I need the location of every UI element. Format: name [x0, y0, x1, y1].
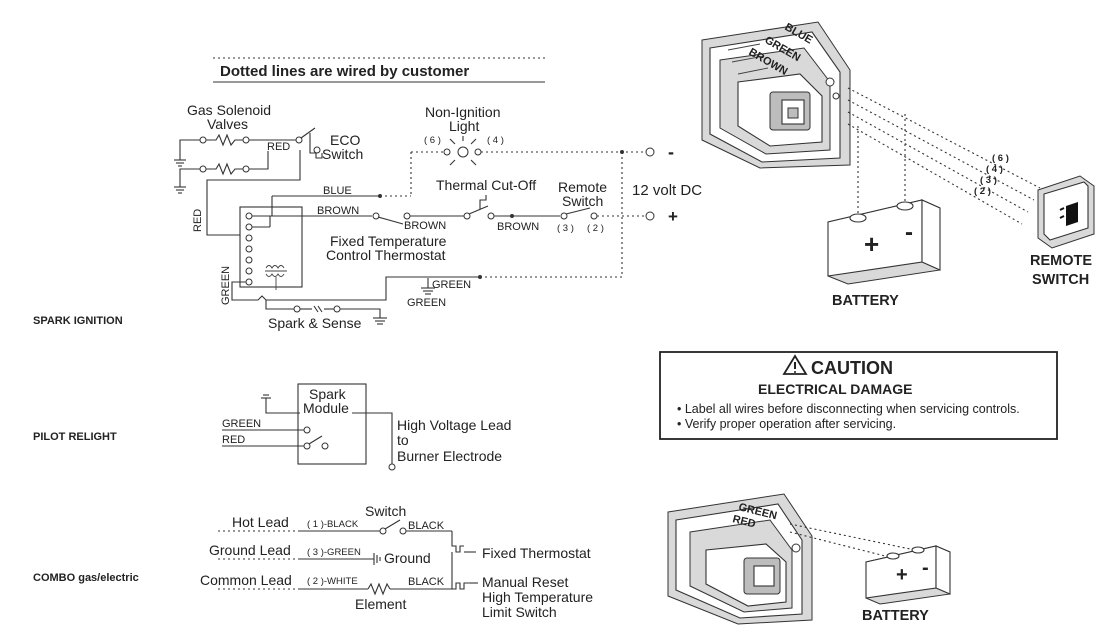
- spark-module-label-1: Spark: [309, 386, 347, 402]
- combo-switch-label: Switch: [365, 503, 406, 519]
- customer-wiring-note: Dotted lines are wired by customer: [213, 57, 545, 83]
- water-heater-top-illustration: BLUE GREEN BROWN ( 6 ) ( 4 ) ( 3 ) ( 2 )…: [701, 21, 1095, 309]
- spark-ignition-label: SPARK IGNITION: [33, 315, 123, 327]
- ignition-control-board: [239, 206, 303, 290]
- warning-triangle-icon: [782, 354, 808, 375]
- spark-sense-label: Spark & Sense: [268, 315, 362, 331]
- remote-switch-schematic: Remote Switch ( 3 ) ( 2 ): [557, 179, 607, 234]
- remote-switch-illustration: REMOTE SWITCH: [1030, 175, 1095, 288]
- remote-pin-2: ( 2 ): [587, 223, 604, 234]
- red-wire-label-top: RED: [267, 141, 290, 153]
- battery-bottom-minus: -: [922, 557, 929, 579]
- dc-plus-sign: +: [668, 207, 678, 226]
- black-label-bottom: BLACK: [408, 576, 445, 588]
- remote-switch-label-1: Remote: [558, 179, 607, 195]
- eco-switch-label-2: Switch: [322, 146, 363, 162]
- green-ground-label: GREEN: [407, 297, 446, 309]
- gas-solenoid-label-1: Gas Solenoid: [187, 102, 271, 118]
- eco-switch: ECO Switch: [206, 127, 363, 236]
- spark-module-box: [297, 383, 367, 465]
- manual-reset-limit-switch: Manual Reset High Temperature Limit Swit…: [451, 573, 593, 620]
- water-heater-bottom-illustration: GREEN RED + - BATTERY: [667, 493, 951, 625]
- caution-bullet-1: • Label all wires before disconnecting w…: [677, 402, 1020, 416]
- common-lead-label: Common Lead: [200, 572, 292, 588]
- element-label: Element: [355, 596, 406, 612]
- pilot-relight-label: PILOT RELIGHT: [33, 431, 117, 443]
- combo-schematic: COMBO gas/electric Hot Lead ( 1 )-BLACK …: [33, 503, 593, 620]
- caution-subtitle: ELECTRICAL DAMAGE: [758, 381, 913, 397]
- blue-wire-label: BLUE: [323, 185, 352, 197]
- pin-green-label: ( 3 )-GREEN: [307, 547, 361, 558]
- battery-top-plus: +: [864, 229, 879, 259]
- pin-black-label: ( 1 )-BLACK: [307, 519, 359, 530]
- battery-bottom-plus: +: [896, 564, 908, 586]
- volt-label: 12 volt DC: [632, 182, 702, 199]
- remote-switch-label-1: REMOTE: [1030, 253, 1092, 269]
- hv-lead-label-1: High Voltage Lead: [397, 417, 511, 433]
- spark-and-sense-electrode: Spark & Sense: [265, 300, 387, 331]
- battery-top-illustration: + - BATTERY: [827, 199, 941, 309]
- non-ignition-light: Non-Ignition Light ( 6 ) ( 4 ): [410, 104, 646, 194]
- fixed-thermostat-symbol: Fixed Thermostat: [451, 531, 591, 573]
- caution-bullet-2: • Verify proper operation after servicin…: [677, 417, 896, 431]
- brown-wire-label-right: BROWN: [497, 221, 539, 233]
- green-wire-label-right: GREEN: [432, 279, 471, 291]
- battery-top-label: BATTERY: [832, 293, 899, 309]
- battery-top-minus: -: [905, 219, 913, 246]
- hv-lead-label-2: to: [397, 432, 409, 448]
- thermal-cutoff: Thermal Cut-Off: [436, 177, 536, 220]
- gas-solenoid-valve-2: [174, 151, 269, 194]
- ground-lead-label: Ground Lead: [209, 542, 291, 558]
- brown-wire-label-left: BROWN: [317, 205, 359, 217]
- fixed-temp-label-2: Control Thermostat: [326, 247, 446, 263]
- combo-label: COMBO gas/electric: [33, 572, 139, 584]
- spark-ignition-schematic: SPARK IGNITION Gas Solenoid Valves RED: [33, 102, 702, 331]
- dc-minus-sign: -: [668, 142, 674, 162]
- manual-reset-label-2: High Temperature: [482, 589, 593, 605]
- ground-label: Ground: [384, 550, 431, 566]
- gas-solenoid-valve-1: [174, 133, 296, 167]
- hot-lead-label: Hot Lead: [232, 514, 289, 530]
- caution-title: CAUTION: [811, 358, 893, 378]
- battery-bottom-illustration: + - BATTERY: [862, 545, 951, 624]
- non-ignition-label-1: Non-Ignition: [425, 104, 501, 120]
- pin-white-label: ( 2 )-WHITE: [307, 576, 358, 587]
- remote-switch-label-2: Switch: [562, 193, 603, 209]
- green-wire-label-side: GREEN: [220, 266, 232, 305]
- customer-wiring-note-text: Dotted lines are wired by customer: [220, 63, 469, 80]
- caution-box: CAUTION ELECTRICAL DAMAGE • Label all wi…: [659, 351, 1058, 440]
- gas-solenoid-label-2: Valves: [207, 116, 248, 132]
- bottom-wire-red-label: RED: [731, 513, 756, 530]
- manual-reset-label-3: Limit Switch: [482, 604, 557, 620]
- remote-pin-3: ( 3 ): [557, 223, 574, 234]
- thermal-cutoff-label: Thermal Cut-Off: [436, 177, 536, 193]
- spark-module-label-2: Module: [303, 400, 349, 416]
- wire-pin-3-label: ( 3 ): [980, 175, 997, 186]
- light-pin-4: ( 4 ): [487, 135, 504, 146]
- red-wire-label-side: RED: [192, 209, 204, 232]
- black-label-top: BLACK: [408, 520, 445, 532]
- pilot-relight-schematic: PILOT RELIGHT Spark Module GREEN RED Hig…: [33, 383, 511, 471]
- fixed-thermostat-label: Fixed Thermostat: [482, 545, 591, 561]
- wire-pin-2-label: ( 2 ): [974, 186, 991, 197]
- wire-pin-4-label: ( 4 ): [986, 164, 1003, 175]
- eco-switch-label-1: ECO: [330, 132, 360, 148]
- fixed-temperature-thermostat: [372, 212, 411, 225]
- hv-lead-label-3: Burner Electrode: [397, 448, 502, 464]
- brown-wire-label-mid: BROWN: [404, 220, 446, 232]
- non-ignition-label-2: Light: [449, 118, 479, 134]
- manual-reset-label-1: Manual Reset: [482, 574, 568, 590]
- pilot-green-label: GREEN: [222, 418, 261, 430]
- wire-pin-6-label: ( 6 ): [992, 153, 1009, 164]
- pilot-red-label: RED: [222, 434, 245, 446]
- battery-bottom-label: BATTERY: [862, 608, 929, 624]
- fixed-temp-label-1: Fixed Temperature: [330, 233, 447, 249]
- light-pin-6: ( 6 ): [424, 135, 441, 146]
- remote-switch-label-2: SWITCH: [1032, 272, 1089, 288]
